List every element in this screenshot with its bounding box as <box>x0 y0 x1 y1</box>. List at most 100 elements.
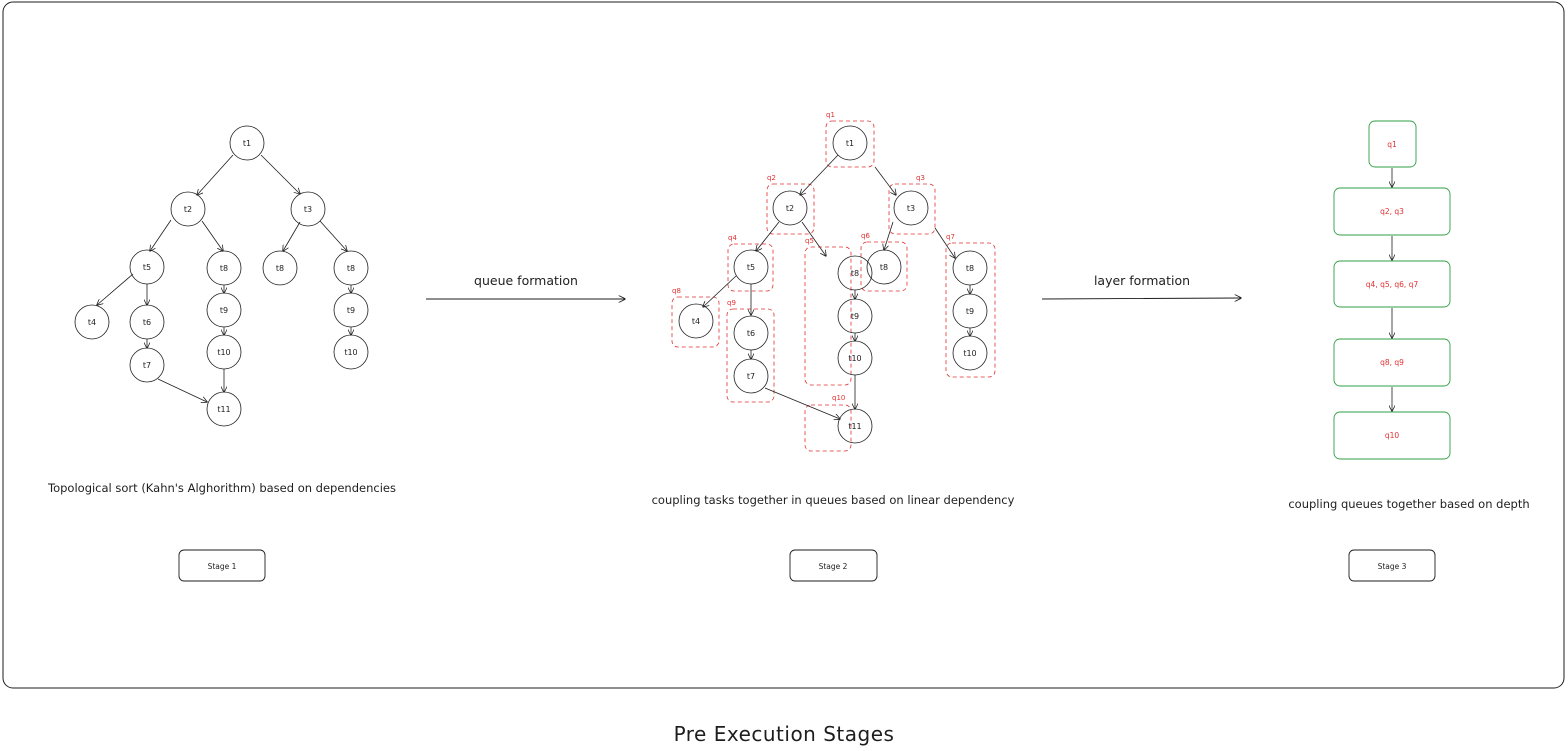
task-node <box>206 250 242 286</box>
node-label: t11 <box>848 422 861 431</box>
node-label: t4 <box>88 318 96 327</box>
task-node <box>262 250 298 286</box>
stage-1-button-label: Stage 1 <box>208 562 237 571</box>
stage-3-layers <box>1333 120 1451 460</box>
edge <box>756 221 780 251</box>
edge <box>150 219 172 251</box>
node-label: t9 <box>347 306 355 315</box>
node-label: t4 <box>692 317 700 326</box>
edge <box>283 221 301 251</box>
node-label: t8 <box>220 264 228 273</box>
task-node <box>229 125 265 161</box>
node-label: t11 <box>217 405 230 414</box>
task-node <box>893 190 929 226</box>
stage-2-labels: t1 t2 t3 t5 t8 t8 t8 t4 t6 t9 t9 t7 t10 … <box>692 139 977 431</box>
queue-label: q4 <box>728 234 737 242</box>
edge <box>800 154 839 195</box>
queue-box <box>804 246 852 386</box>
layer-label: q4, q5, q6, q7 <box>1366 280 1419 289</box>
task-node <box>866 249 902 285</box>
node-label: t2 <box>184 205 192 214</box>
edge <box>260 154 300 194</box>
queue-box <box>825 120 875 168</box>
task-node <box>206 334 242 370</box>
stage-2-graph <box>678 125 988 444</box>
edge <box>319 220 347 251</box>
edge <box>801 221 826 256</box>
node-label: t2 <box>786 204 794 213</box>
edge <box>157 378 207 402</box>
edge <box>197 154 234 195</box>
stage-2-queue-boxes <box>671 120 996 452</box>
node-label: t8 <box>880 263 888 272</box>
queue-label: q6 <box>861 232 870 240</box>
stage-1-graph <box>74 125 369 427</box>
layer-formation-arrow <box>1041 298 1241 299</box>
node-label: t10 <box>848 354 861 363</box>
layer-formation-label: layer formation <box>1094 273 1190 288</box>
outer-frame <box>2 1 1565 689</box>
queue-box <box>726 308 775 403</box>
task-node <box>129 347 165 383</box>
task-node <box>170 191 206 227</box>
node-label: t8 <box>851 269 859 278</box>
node-label: t7 <box>747 372 755 381</box>
queue-box <box>804 404 852 452</box>
queue-label: q5 <box>805 237 814 245</box>
task-node <box>129 304 165 340</box>
node-label: t3 <box>907 204 915 213</box>
task-node <box>333 292 369 328</box>
queue-box <box>860 241 908 292</box>
stage-1-button[interactable]: Stage 1 <box>178 549 266 582</box>
node-label: t9 <box>851 312 859 321</box>
stage-2-button-label: Stage 2 <box>819 562 848 571</box>
layer-label: q2, q3 <box>1380 207 1404 216</box>
task-node <box>333 334 369 370</box>
stage-3-button-label: Stage 3 <box>1378 562 1407 571</box>
node-label: t8 <box>347 264 355 273</box>
task-node <box>74 304 110 340</box>
edge <box>874 166 896 195</box>
page-title: Pre Execution Stages <box>673 722 895 746</box>
task-node <box>952 293 988 329</box>
layer-label: q8, q9 <box>1380 358 1404 367</box>
queue-formation-label: queue formation <box>474 273 578 288</box>
node-label: t1 <box>243 139 251 148</box>
node-label: t5 <box>747 263 755 272</box>
stage-3-button[interactable]: Stage 3 <box>1348 549 1436 582</box>
queue-box <box>727 243 774 292</box>
task-node <box>832 125 868 161</box>
queue-label: q3 <box>916 174 925 182</box>
edge <box>201 220 223 251</box>
edge <box>934 227 955 258</box>
stage-3-caption: coupling queues together based on depth <box>1288 497 1529 511</box>
node-label: t6 <box>143 318 151 327</box>
task-node <box>837 408 873 444</box>
task-node <box>733 358 769 394</box>
task-node <box>678 303 714 339</box>
layer-box <box>1368 120 1417 168</box>
layer-box <box>1333 411 1451 460</box>
layer-box <box>1333 260 1451 308</box>
task-node <box>129 249 165 285</box>
queue-box <box>766 183 815 235</box>
layer-label: q10 <box>1385 431 1400 440</box>
edge <box>764 387 840 419</box>
layer-box <box>1333 338 1451 387</box>
node-label: t5 <box>143 263 151 272</box>
task-node <box>333 250 369 286</box>
edge <box>703 275 737 307</box>
edge <box>884 221 894 250</box>
queue-label: q8 <box>672 287 681 295</box>
stage-2-button[interactable]: Stage 2 <box>789 549 878 582</box>
node-label: t6 <box>747 329 755 338</box>
stage-2-caption: coupling tasks together in queues based … <box>652 493 1015 507</box>
stage-1-caption: Topological sort (Kahn's Alghorithm) bas… <box>47 481 396 495</box>
queue-label: q7 <box>946 233 955 241</box>
node-label: t7 <box>143 361 151 370</box>
stage-3-layer-labels: q1 q2, q3 q4, q5, q6, q7 q8, q9 q10 <box>1366 140 1419 440</box>
queue-box <box>945 242 996 378</box>
node-label: t10 <box>344 348 357 357</box>
task-node <box>206 292 242 328</box>
